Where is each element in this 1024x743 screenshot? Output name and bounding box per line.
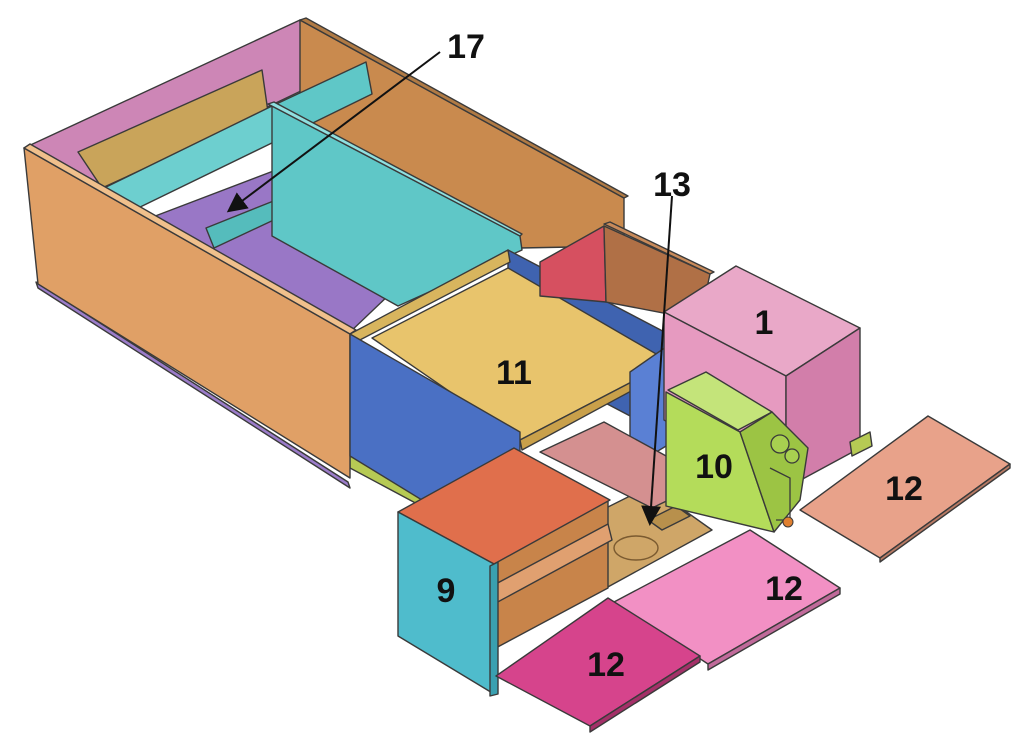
front-orange-wall-top — [23, 143, 357, 335]
green-unit-side — [739, 411, 809, 533]
label-17: 17 — [447, 28, 485, 66]
label-11: 11 — [496, 354, 532, 392]
salmon-panel-edge — [879, 463, 1011, 563]
callout-arrow-13 — [641, 195, 673, 526]
magenta-panel-edge — [589, 655, 701, 733]
cyan-tall-wall-top — [267, 101, 523, 237]
label-12-bottom: 12 — [587, 646, 625, 684]
green-unit — [665, 371, 809, 533]
label-13: 13 — [653, 166, 691, 204]
orange-latch-icon — [782, 516, 794, 528]
label-12-middle: 12 — [765, 570, 803, 608]
pink-panel-edge — [707, 587, 841, 671]
callout-arrow-17 — [226, 51, 441, 213]
olive-rail — [849, 431, 873, 457]
green-unit-knob-top — [770, 434, 790, 454]
label-9: 9 — [437, 572, 456, 610]
large-box — [23, 17, 629, 561]
rear-bay — [539, 221, 715, 321]
teal-cabinet-unit — [397, 447, 613, 697]
label-1: 1 — [755, 304, 774, 342]
right-long-wall-top — [299, 17, 629, 199]
green-unit-knob-side — [784, 448, 800, 464]
large-box-base-strip — [35, 281, 351, 489]
cabinet-side-edge — [489, 561, 499, 697]
label-10: 10 — [695, 448, 733, 486]
rear-bay-top — [603, 221, 715, 275]
tray-round-recess — [613, 535, 659, 561]
label-12-right: 12 — [885, 470, 923, 508]
